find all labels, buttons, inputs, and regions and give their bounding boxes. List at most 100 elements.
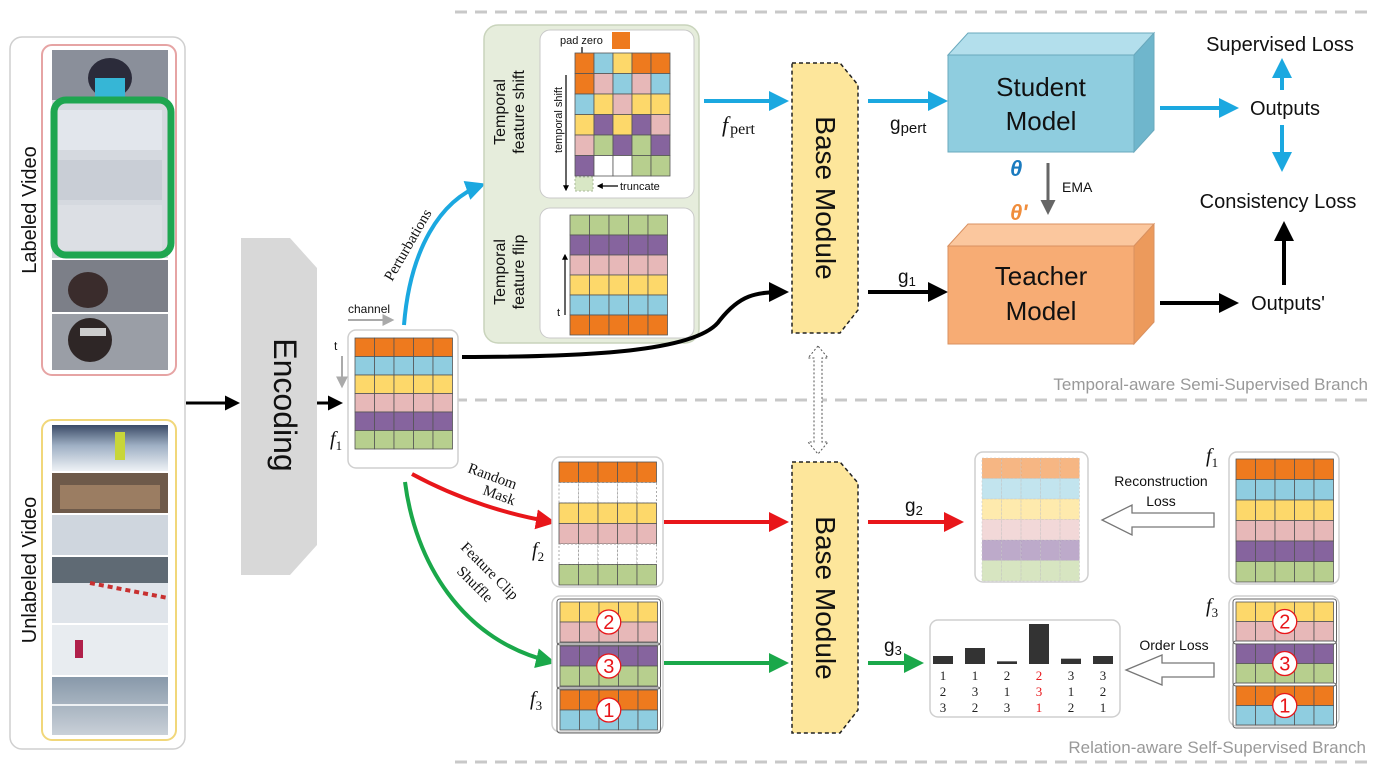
clip-order-badge <box>596 697 622 723</box>
reconstructed-cell <box>1059 560 1080 582</box>
reconstructed-cell <box>1059 498 1080 520</box>
clip-order-badge <box>596 609 622 635</box>
reconstructed-cell <box>1020 560 1041 582</box>
feature-cell <box>1294 663 1315 684</box>
feature-cell <box>593 155 614 177</box>
feature-cell <box>578 502 599 524</box>
feature-cell <box>569 234 590 256</box>
feature-cell <box>593 134 614 156</box>
feature-cell <box>413 430 434 450</box>
feature-cell <box>354 411 375 431</box>
reconstructed-cell <box>981 498 1002 520</box>
outputs-prime-label: Outputs' <box>1251 293 1325 315</box>
masked-cell <box>597 543 618 565</box>
reconstruction-output <box>974 451 1089 583</box>
feature-cell <box>637 665 658 687</box>
feature-cell <box>1235 520 1256 542</box>
feature-cell <box>374 411 395 431</box>
clip-order-badge <box>1272 692 1298 719</box>
order-permutation-digit: 1 <box>940 668 947 683</box>
feature-cell <box>1274 499 1295 521</box>
feature-cell <box>579 665 600 687</box>
reconstructed-cell <box>1040 560 1061 582</box>
feature-cell <box>393 356 414 376</box>
feature-cell <box>597 461 618 483</box>
feature-cell <box>354 337 375 357</box>
order-permutation-digit: 1 <box>1036 700 1043 715</box>
feature-cell <box>618 645 639 667</box>
reconstruction-loss-label-1: Reconstruction <box>1114 473 1207 489</box>
feature-cell <box>1294 643 1315 664</box>
feature-cell <box>432 393 453 413</box>
feature-cell <box>1294 499 1315 521</box>
feature-cell <box>636 564 657 586</box>
feature-cell <box>1313 601 1334 622</box>
feature-cell <box>618 621 639 643</box>
feature-cell <box>631 73 652 95</box>
feature-cell <box>1235 621 1256 642</box>
feature-cell <box>579 709 600 731</box>
feature-cell <box>593 52 614 74</box>
order-permutation-digit: 1 <box>972 668 979 683</box>
feature-cell <box>593 93 614 115</box>
feature-cell <box>631 155 652 177</box>
masked-cell <box>617 543 638 565</box>
outputs-label: Outputs <box>1250 98 1320 120</box>
channel-label: channel <box>348 302 390 316</box>
feature-cell <box>579 601 600 623</box>
feature-cell <box>1255 643 1276 664</box>
feature-cell <box>1255 520 1276 542</box>
feature-cell <box>578 523 599 545</box>
feature-cell <box>589 274 610 296</box>
feature-cell <box>618 601 639 623</box>
order-permutation-digit: 3 <box>972 684 979 699</box>
feature-cell <box>413 337 434 357</box>
feature-cell <box>374 393 395 413</box>
feature-cell <box>569 214 590 236</box>
feature-cell <box>558 523 579 545</box>
clip-order-number: 2 <box>1279 612 1290 634</box>
feature-cell <box>612 93 633 115</box>
feature-cell <box>374 374 395 394</box>
t-axis-label: t <box>334 339 338 353</box>
reconstructed-cell <box>981 539 1002 561</box>
feature-cell <box>618 689 639 711</box>
order-permutation-digit: 2 <box>1100 684 1107 699</box>
f1-label: f1 <box>330 428 342 453</box>
feature-cell <box>1294 621 1315 642</box>
feature-cell <box>608 214 629 236</box>
feature-cell <box>1294 520 1315 542</box>
feature-cell <box>1274 561 1295 583</box>
feature-cell <box>1255 705 1276 726</box>
reconstructed-cell <box>1001 498 1022 520</box>
order-permutation-digit: 1 <box>1004 684 1011 699</box>
feature-cell <box>374 430 395 450</box>
feature-cell <box>1294 458 1315 480</box>
feature-cell <box>650 155 671 177</box>
order-bar <box>997 661 1017 664</box>
feature-cell <box>589 254 610 276</box>
feature-cell <box>637 601 658 623</box>
feature-cell <box>1313 561 1334 583</box>
flip-t-label: t <box>557 307 560 319</box>
feature-cell <box>1255 685 1276 706</box>
feature-cell <box>432 411 453 431</box>
feature-cell <box>579 689 600 711</box>
theta-label: θ <box>1010 156 1022 181</box>
clip-shuffle-arrow <box>403 481 556 668</box>
feature-cell <box>617 523 638 545</box>
feature-cell <box>628 294 649 316</box>
reconstructed-cell <box>1059 519 1080 541</box>
feature-cell <box>647 274 668 296</box>
student-line2: Model <box>1006 106 1077 136</box>
semi-branch-label: Temporal-aware Semi-Supervised Branch <box>1053 375 1368 394</box>
order-bar <box>1029 624 1049 664</box>
feature-cell <box>618 665 639 687</box>
feature-cell <box>393 374 414 394</box>
teacher-line2: Model <box>1006 296 1077 326</box>
feature-cell <box>612 52 633 74</box>
feature-cell <box>617 461 638 483</box>
order-permutation-digit: 1 <box>1068 684 1075 699</box>
